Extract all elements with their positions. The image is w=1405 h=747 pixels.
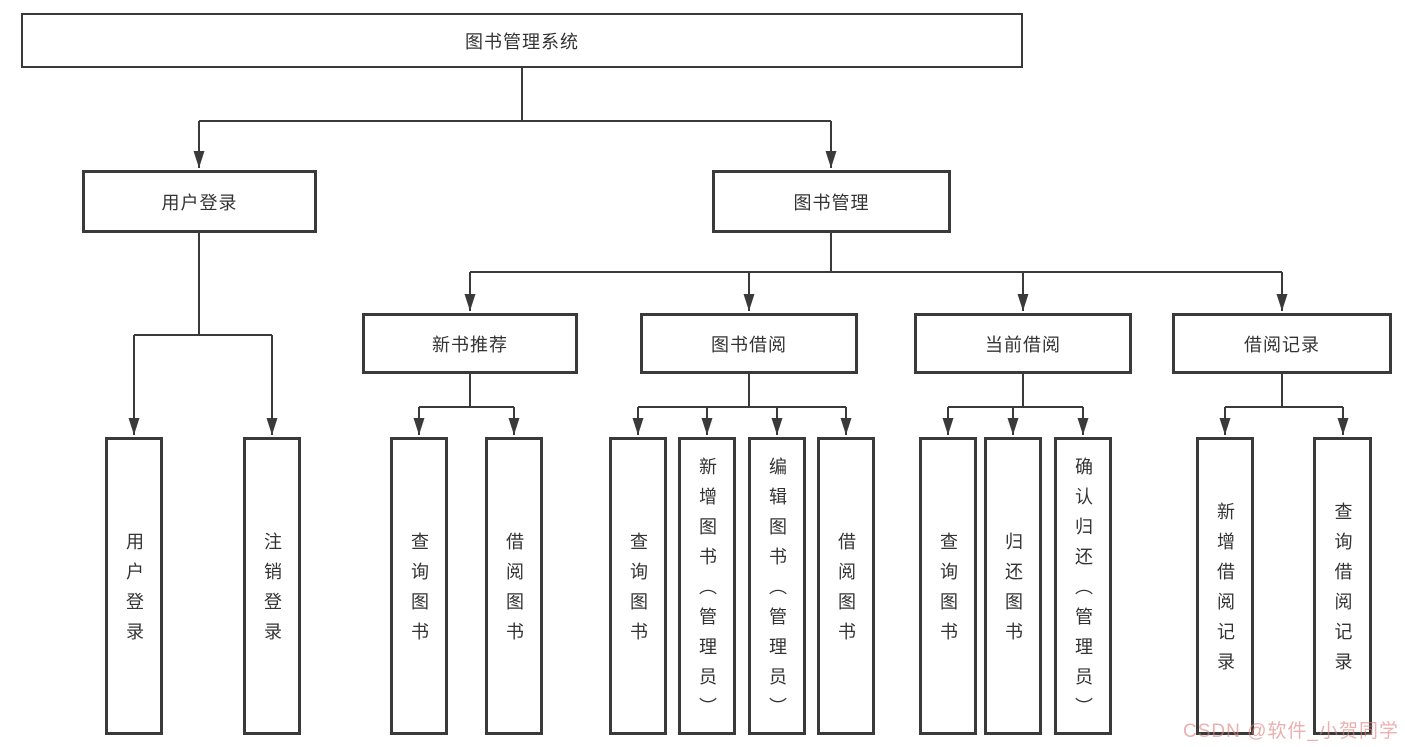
node-label: 新书推荐 — [432, 334, 508, 355]
node-label: 新增借阅记录 — [1215, 502, 1235, 682]
node-label: 借阅记录 — [1244, 334, 1320, 355]
node-label: 借阅图书 — [836, 532, 856, 652]
node-label: 编辑图书（管理员） — [767, 457, 787, 727]
leaf-query-books: 查询图书 — [919, 437, 977, 735]
leaf-edit-books-admin: 编辑图书（管理员） — [748, 437, 806, 735]
connector-root-to-level2 — [193, 68, 837, 168]
node-label: 确认归还（管理员） — [1073, 457, 1093, 727]
leaf-query-borrow-record: 查询借阅记录 — [1313, 437, 1372, 735]
connector-current-borrow-children — [942, 374, 1089, 435]
watermark: CSDN @软件_小贺同学 — [1183, 721, 1399, 742]
node-borrow-records: 借阅记录 — [1172, 313, 1392, 374]
node-label: 图书管理 — [793, 192, 870, 213]
node-book-borrow: 图书借阅 — [640, 313, 858, 374]
connector-new-book-recommend-children — [413, 374, 520, 435]
node-label: 新增图书（管理员） — [697, 457, 717, 727]
leaf-confirm-return-admin: 确认归还（管理员） — [1054, 437, 1112, 735]
node-label: 用户登录 — [161, 192, 238, 213]
connector-book-borrow-children — [632, 374, 852, 435]
leaf-logout: 注销登录 — [243, 437, 301, 735]
node-new-book-recommend: 新书推荐 — [362, 313, 578, 374]
leaf-add-books-admin: 新增图书（管理员） — [678, 437, 736, 735]
leaf-add-borrow-record: 新增借阅记录 — [1196, 437, 1254, 735]
node-current-borrow: 当前借阅 — [914, 313, 1132, 374]
leaf-borrow-books: 借阅图书 — [817, 437, 875, 735]
node-label: 查询图书 — [938, 532, 958, 652]
node-label: 借阅图书 — [504, 532, 524, 652]
node-label: 归还图书 — [1003, 532, 1023, 652]
leaf-query-books: 查询图书 — [609, 437, 667, 735]
node-label: 图书管理系统 — [465, 31, 579, 52]
leaf-user-login: 用户登录 — [105, 437, 163, 735]
connector-borrow-records-children — [1219, 374, 1349, 435]
node-user-login: 用户登录 — [82, 170, 317, 233]
node-label: 注销登录 — [262, 532, 282, 652]
node-label: 图书借阅 — [711, 334, 787, 355]
node-library-management-system: 图书管理系统 — [21, 13, 1023, 68]
node-label: 查询借阅记录 — [1332, 502, 1353, 682]
connector-book-management-children — [464, 233, 1288, 311]
connector-user-login-children — [128, 233, 278, 435]
leaf-query-books: 查询图书 — [390, 437, 448, 735]
node-book-management: 图书管理 — [712, 170, 951, 233]
leaf-borrow-books: 借阅图书 — [485, 437, 543, 735]
leaf-return-books: 归还图书 — [984, 437, 1042, 735]
node-label: 用户登录 — [124, 532, 144, 652]
node-label: 查询图书 — [628, 532, 648, 652]
node-label: 当前借阅 — [985, 334, 1061, 355]
node-label: 查询图书 — [409, 532, 429, 652]
